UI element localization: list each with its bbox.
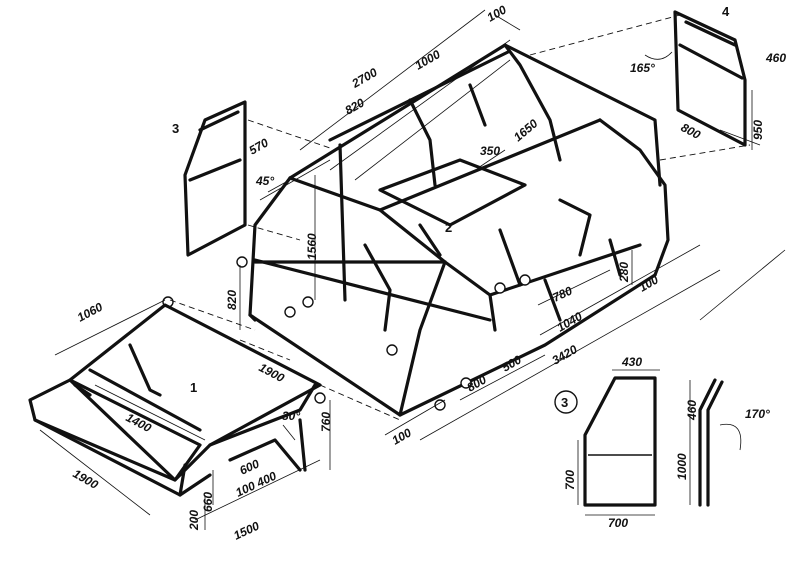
dimension-lines xyxy=(39,9,786,530)
dim-100-bottom: 100 xyxy=(390,425,415,447)
dim-800-right: 800 xyxy=(679,120,704,142)
dim-1900-left: 1900 xyxy=(71,466,101,492)
dim-820-left: 820 xyxy=(225,290,239,310)
dim-950: 950 xyxy=(751,120,765,140)
dim-1000-detail: 1000 xyxy=(675,453,689,480)
dim-430: 430 xyxy=(621,355,642,369)
dim-460-detail: 460 xyxy=(685,400,699,421)
dim-165deg: 165° xyxy=(630,61,655,75)
dimension-values: 100 2700 1000 820 570 1650 350 45° 1560 … xyxy=(71,2,787,542)
dim-3420: 3420 xyxy=(550,342,580,368)
dim-200: 200 xyxy=(187,510,201,531)
dim-280: 280 xyxy=(617,262,631,283)
dim-820-top: 820 xyxy=(343,95,368,117)
part-label-4: 4 xyxy=(722,4,730,19)
dim-100-right: 100 xyxy=(637,272,662,294)
dim-30deg: 30° xyxy=(282,409,300,423)
mounting-brackets xyxy=(162,256,531,411)
dim-1560: 1560 xyxy=(305,233,319,260)
dim-570: 570 xyxy=(247,135,272,157)
dim-1060: 1060 xyxy=(75,300,105,325)
dim-460-top: 460 xyxy=(765,51,786,65)
front-tray-frame-part-1 xyxy=(28,303,322,497)
part-label-1: 1 xyxy=(190,380,197,395)
main-body-frame xyxy=(248,43,670,417)
part-label-3: 3 xyxy=(172,121,179,136)
alignment-lines xyxy=(169,14,751,421)
detail-3-number: 3 xyxy=(561,395,568,410)
dim-350: 350 xyxy=(480,144,500,158)
dim-45deg: 45° xyxy=(255,174,274,188)
dim-700-bottom: 700 xyxy=(608,516,628,530)
dim-700-side: 700 xyxy=(563,470,577,490)
dim-780: 780 xyxy=(550,283,574,304)
detail-3-marker: 3 xyxy=(554,390,578,414)
part-label-2: 2 xyxy=(445,220,452,235)
dim-1500: 1500 xyxy=(231,519,261,543)
dim-1000-top: 1000 xyxy=(413,47,443,73)
dim-660: 660 xyxy=(201,492,215,512)
door-frame-part-3 xyxy=(183,100,247,257)
dim-170deg: 170° xyxy=(745,407,770,421)
dim-1650: 1650 xyxy=(511,116,541,144)
dim-760: 760 xyxy=(319,412,333,432)
dim-2700: 2700 xyxy=(349,65,380,91)
hatch-frame-part-4 xyxy=(673,10,747,147)
dim-1400: 1400 xyxy=(124,410,154,435)
detail-3-views xyxy=(583,376,724,507)
dim-800-bottom: 800 xyxy=(465,372,490,394)
